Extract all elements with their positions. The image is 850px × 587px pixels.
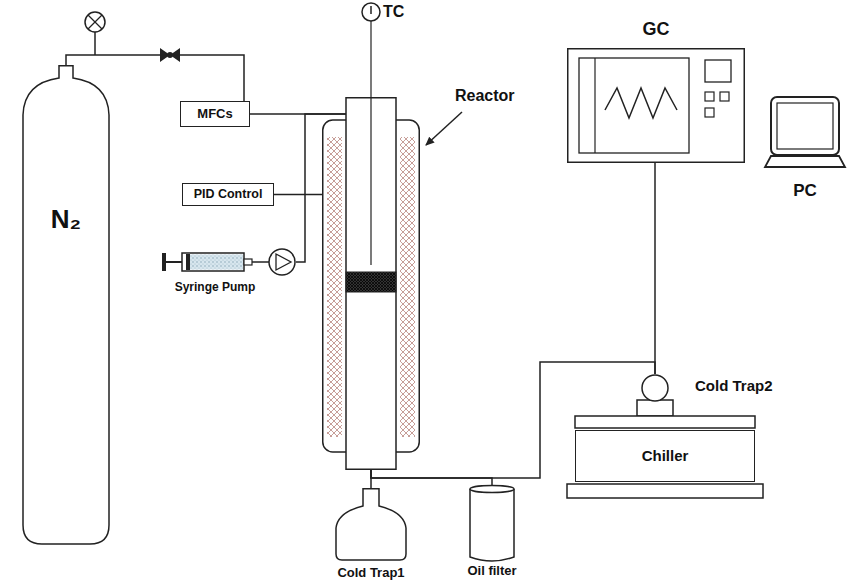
controller-box: PID Control (182, 183, 274, 206)
thermocouple-needle (370, 6, 372, 14)
gas-chromatograph: GC (567, 48, 745, 163)
chiller-box: Chiller (575, 430, 755, 482)
heater-hatch (400, 137, 415, 437)
trap-holder (637, 400, 673, 416)
syringe-piston (186, 254, 190, 270)
heater-hatch (327, 137, 342, 437)
gas-cylinder-drawing (22, 65, 110, 545)
laptop-base (765, 156, 845, 167)
laptop-screen (771, 97, 839, 155)
node-label: Cold Trap1 (320, 566, 422, 581)
pressure-gauge (85, 12, 105, 32)
cold-trap: Cold Trap2 (641, 374, 781, 402)
pump-triangle (276, 254, 291, 270)
gauge-stem (94, 32, 96, 55)
syringe-pump: Syringe Pump (160, 245, 296, 300)
node-label: Syringe Pump (160, 281, 270, 295)
gc-button (705, 92, 714, 101)
node-label: PC (763, 181, 847, 201)
pipe-connector (274, 194, 322, 196)
controller-box: MFCs (180, 101, 250, 127)
node-label: Chiller (642, 447, 689, 464)
cylinder-outline (23, 66, 109, 544)
node-label: MFCs (197, 107, 232, 122)
filter-body (470, 489, 514, 561)
pipe-connector (654, 163, 656, 374)
thermocouple-dial (362, 3, 380, 21)
node-label: GC (567, 19, 745, 40)
gc-display (705, 60, 731, 82)
cold-trap: Cold Trap1 (320, 488, 422, 584)
catalyst-bed (346, 272, 396, 292)
thermocouple-lead (370, 21, 371, 97)
gc-button (720, 92, 729, 101)
gc-oven-door (579, 58, 689, 153)
gauge-cross (88, 15, 102, 29)
label-holder: TC (383, 3, 404, 21)
plunger-end (162, 253, 166, 271)
filter-rim (470, 486, 514, 493)
node-label: PID Control (194, 187, 263, 201)
gas-cylinder: N₂ (22, 65, 110, 545)
callout-label: TC (383, 3, 404, 21)
chiller-base-plate (567, 484, 763, 498)
thermocouple-probe (370, 97, 371, 265)
syringe-tip (244, 259, 252, 265)
gc-body (568, 49, 745, 163)
node-label: Oil filter (456, 564, 528, 579)
reactor: Reactor (322, 97, 420, 470)
gc-door-line (594, 58, 595, 153)
syringe-liquid (190, 255, 243, 270)
cold-trap-vessel (642, 375, 668, 401)
reactor-tube (346, 98, 396, 470)
reactor-leader (426, 112, 462, 145)
node-label: N₂ (22, 205, 110, 235)
computer: PC (763, 95, 847, 205)
oil-filter: Oil filter (456, 485, 528, 583)
laptop-display (777, 103, 833, 149)
syringe-barrel (182, 253, 244, 271)
gc-button (705, 108, 714, 117)
gc-drawing (567, 48, 745, 163)
chiller-top-plate (575, 416, 755, 428)
node-label: Reactor (455, 87, 553, 105)
gauge-cross (88, 15, 102, 29)
pump-body (269, 249, 295, 275)
bottle-outline (336, 489, 406, 560)
node-label: Cold Trap2 (695, 377, 835, 394)
syringe-line (252, 261, 269, 263)
reactor-drawing (322, 97, 420, 470)
gc-column-zigzag (605, 88, 677, 118)
